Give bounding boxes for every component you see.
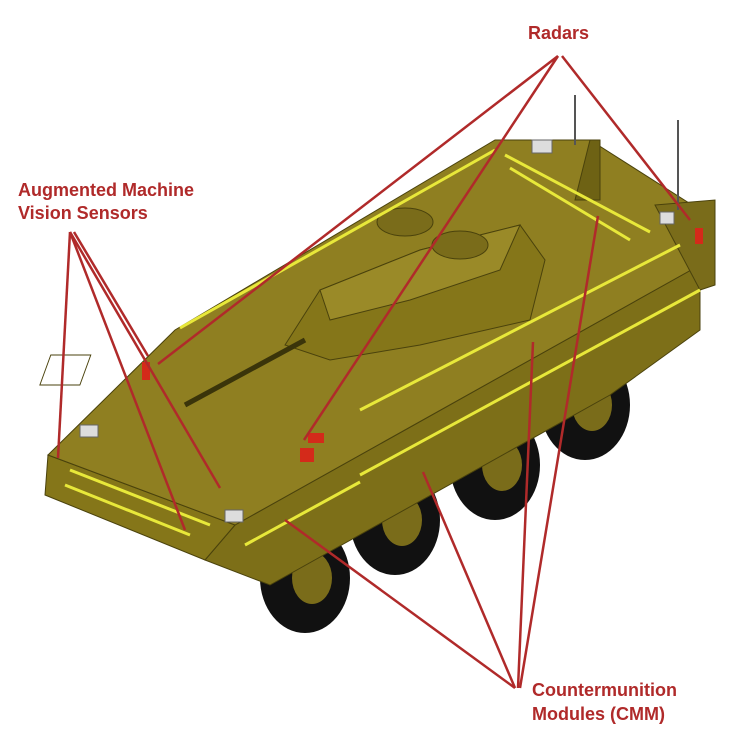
cmm-label-line2: Modules (CMM) — [532, 704, 665, 724]
sensors — [79, 139, 703, 523]
radars-label: Radars — [528, 23, 590, 43]
callout-lines — [56, 55, 691, 690]
cmm-callouts — [284, 215, 600, 690]
amvs-label-line1: Augmented Machine — [18, 180, 195, 200]
hull — [39, 95, 716, 586]
cmm-label-line1: Countermunition — [532, 680, 677, 700]
amvs-callouts — [56, 231, 222, 531]
radar-callouts — [157, 55, 691, 441]
amvs-label-line2: Vision Sensors — [18, 203, 148, 223]
